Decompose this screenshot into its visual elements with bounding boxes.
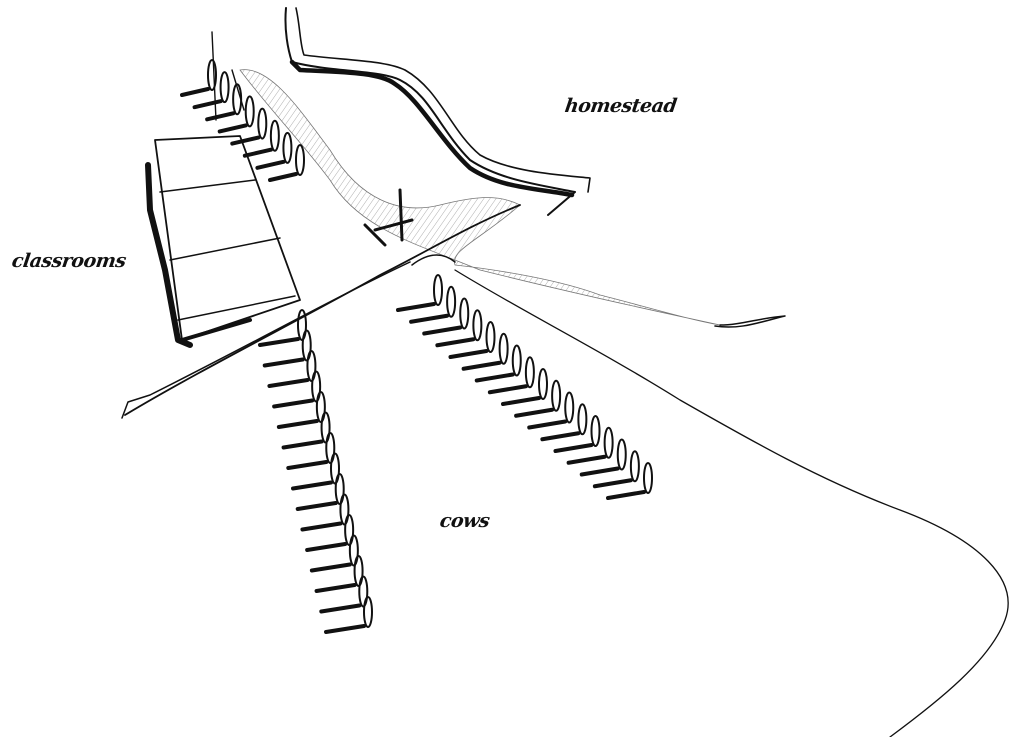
upper-fence-shadow: [180, 87, 210, 97]
upper-fence-shadow: [230, 135, 261, 146]
classroom-fence-post: [306, 350, 317, 382]
cow-fence-post: [643, 462, 653, 494]
upper-fence-shadow: [192, 99, 223, 110]
cow-fence-shadow: [514, 407, 555, 418]
classroom-fence-shadow: [324, 624, 366, 634]
cow-fence-post: [433, 274, 443, 306]
classroom-fence-post: [325, 432, 336, 464]
classroom-fence-shadow: [267, 378, 310, 388]
classroom-fence-post: [330, 452, 340, 485]
classroom-fence-post: [315, 391, 326, 423]
classroom-fence-post: [301, 329, 312, 362]
cow-fence-shadow: [435, 337, 476, 348]
homestead-wall: [284, 7, 591, 216]
label-cows: cows: [438, 510, 491, 532]
label-classrooms: classrooms: [10, 250, 128, 272]
label-homestead: homestead: [563, 95, 678, 117]
upper-fence-shadow: [205, 111, 236, 122]
classrooms-block: [145, 135, 301, 348]
classroom-fence-post: [363, 596, 373, 628]
cow-fence-post: [551, 379, 562, 412]
hatched-area: [239, 69, 721, 326]
classroom-fence-post: [344, 514, 355, 546]
upper-fence-shadow: [242, 147, 273, 158]
cow-fence-shadow: [606, 490, 646, 500]
cow-fence-shadow: [553, 443, 594, 453]
upper-fence-post: [269, 119, 280, 152]
upper-fence-shadow: [268, 172, 298, 182]
upper-fence-shadow: [217, 123, 248, 134]
cow-fence-shadow: [461, 360, 502, 371]
classroom-fence-post: [348, 534, 359, 567]
upper-fence-post: [257, 107, 268, 140]
classroom-fence-shadow: [262, 357, 305, 368]
classroom-fence-shadow: [314, 583, 357, 593]
cow-fence-shadow: [409, 313, 450, 324]
classroom-fence-post: [320, 411, 331, 444]
classroom-fence-post: [358, 575, 369, 608]
cow-fence-shadow: [474, 372, 515, 383]
classroom-fence-shadow: [276, 419, 319, 429]
cow-fence-post: [485, 321, 496, 353]
cow-fence-shadow: [422, 325, 463, 336]
cow-fence-post: [577, 403, 588, 436]
classroom-fence-shadow: [258, 337, 300, 347]
classroom-fence-shadow: [291, 480, 333, 491]
cow-fence-post: [538, 368, 548, 400]
upper-fence-shadow: [255, 159, 286, 170]
access-road: [121, 204, 521, 419]
site-boundary: [454, 269, 1009, 737]
classroom-fence-post: [297, 309, 307, 341]
classroom-fence-shadow: [295, 501, 338, 511]
classroom-fence-shadow: [305, 542, 348, 552]
cow-fence-post: [590, 415, 601, 447]
upper-fence-post: [282, 131, 293, 164]
cow-fence-shadow: [592, 478, 633, 489]
cow-fence-post: [446, 285, 457, 318]
cow-fence-shadow: [540, 431, 581, 442]
cow-fence-shadow: [487, 384, 528, 395]
cow-fence-post: [524, 356, 535, 389]
classroom-fence-shadow: [319, 603, 362, 614]
upper-fence-post: [295, 144, 305, 176]
classroom-fence-shadow: [300, 521, 343, 532]
cow-fence-post: [564, 391, 575, 424]
cow-fence-post: [616, 438, 627, 471]
cow-fence-post: [603, 426, 614, 459]
classroom-fence-shadow: [272, 398, 315, 409]
cow-fence-shadow: [501, 396, 541, 406]
classroom-fence-shadow: [286, 460, 329, 470]
cow-fence-post: [459, 297, 470, 330]
cow-fence-shadow: [396, 302, 436, 312]
classroom-fence-shadow: [309, 562, 352, 573]
cow-fence-post: [498, 332, 509, 365]
upper-fence-post: [207, 59, 217, 91]
upper-fence-post: [244, 95, 255, 128]
cow-fence-shadow: [448, 349, 489, 359]
classroom-fence-post: [353, 555, 364, 587]
cow-fence-post: [629, 450, 640, 483]
cow-fence-post: [472, 309, 483, 342]
classroom-fence-shadow: [281, 439, 324, 450]
classroom-fence-post: [311, 370, 322, 403]
classroom-fence-post: [334, 473, 345, 505]
upper-fence-post: [232, 83, 243, 116]
cow-fence-shadow: [579, 466, 620, 477]
classroom-fence-post: [339, 493, 350, 526]
cow-fence-post: [511, 344, 522, 377]
upper-fence-post: [219, 71, 230, 104]
cow-fence-shadow: [566, 454, 607, 465]
cow-fence-shadow: [527, 419, 568, 430]
